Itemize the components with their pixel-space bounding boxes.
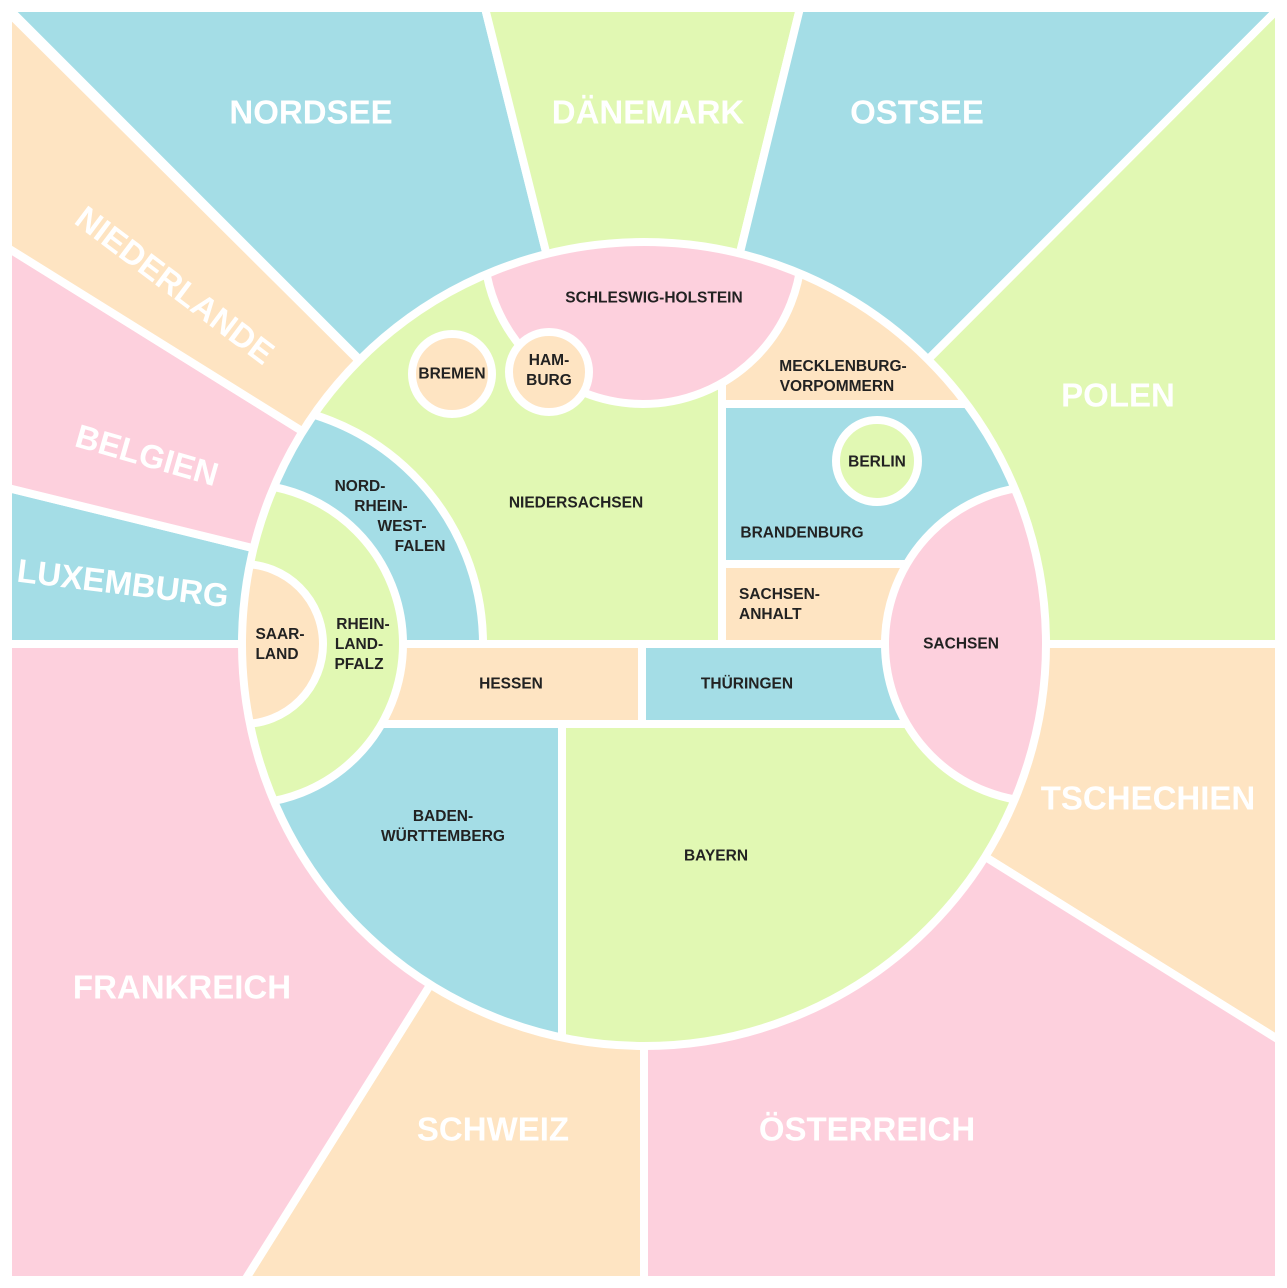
label-hamburg: HAM-BURG — [526, 352, 572, 389]
state-berlin[interactable] — [832, 416, 922, 506]
state-bremen[interactable] — [408, 330, 496, 418]
state-labels: SCHLESWIG-HOLSTEIN BREMEN HAM-BURG MECKL… — [255, 290, 998, 865]
label-thueringen: THÜRINGEN — [701, 676, 793, 693]
germany-border — [238, 238, 1050, 1050]
label-tschechien: TSCHECHIEN — [1041, 780, 1256, 817]
label-rheinland-pfalz: RHEIN-LAND-PFALZ — [334, 616, 389, 673]
label-oesterreich: ÖSTERREICH — [759, 1111, 975, 1148]
label-sachsen: SACHSEN — [923, 636, 999, 653]
label-saarland: SAAR-LAND — [255, 626, 304, 663]
label-hessen: HESSEN — [479, 676, 543, 693]
state-hamburg[interactable] — [505, 328, 593, 416]
label-berlin: BERLIN — [848, 454, 906, 471]
label-niedersachsen: NIEDERSACHSEN — [509, 495, 643, 512]
label-frankreich: FRANKREICH — [73, 969, 291, 1006]
label-bayern: BAYERN — [684, 848, 748, 865]
label-polen: POLEN — [1061, 377, 1175, 414]
label-schleswig-holstein: SCHLESWIG-HOLSTEIN — [565, 290, 742, 307]
state-saarland[interactable] — [163, 560, 327, 728]
label-sachsen-anhalt: SACHSEN-ANHALT — [739, 586, 820, 623]
label-schweiz: SCHWEIZ — [417, 1111, 569, 1148]
label-baden-wuerttemberg: BADEN-WÜRTTEMBERG — [381, 808, 505, 845]
label-nordsee: NORDSEE — [229, 94, 392, 131]
label-daenemark: DÄNEMARK — [552, 94, 745, 131]
label-nordrhein-westfalen: NORD-RHEIN-WEST-FALEN — [335, 478, 446, 555]
label-bremen: BREMEN — [418, 366, 485, 383]
state-rheinland-pfalz[interactable] — [83, 480, 407, 808]
label-mecklenburg-vorpommern: MECKLENBURG-VORPOMMERN — [779, 358, 906, 395]
label-brandenburg: BRANDENBURG — [740, 525, 863, 542]
label-ostsee: OSTSEE — [850, 94, 984, 131]
